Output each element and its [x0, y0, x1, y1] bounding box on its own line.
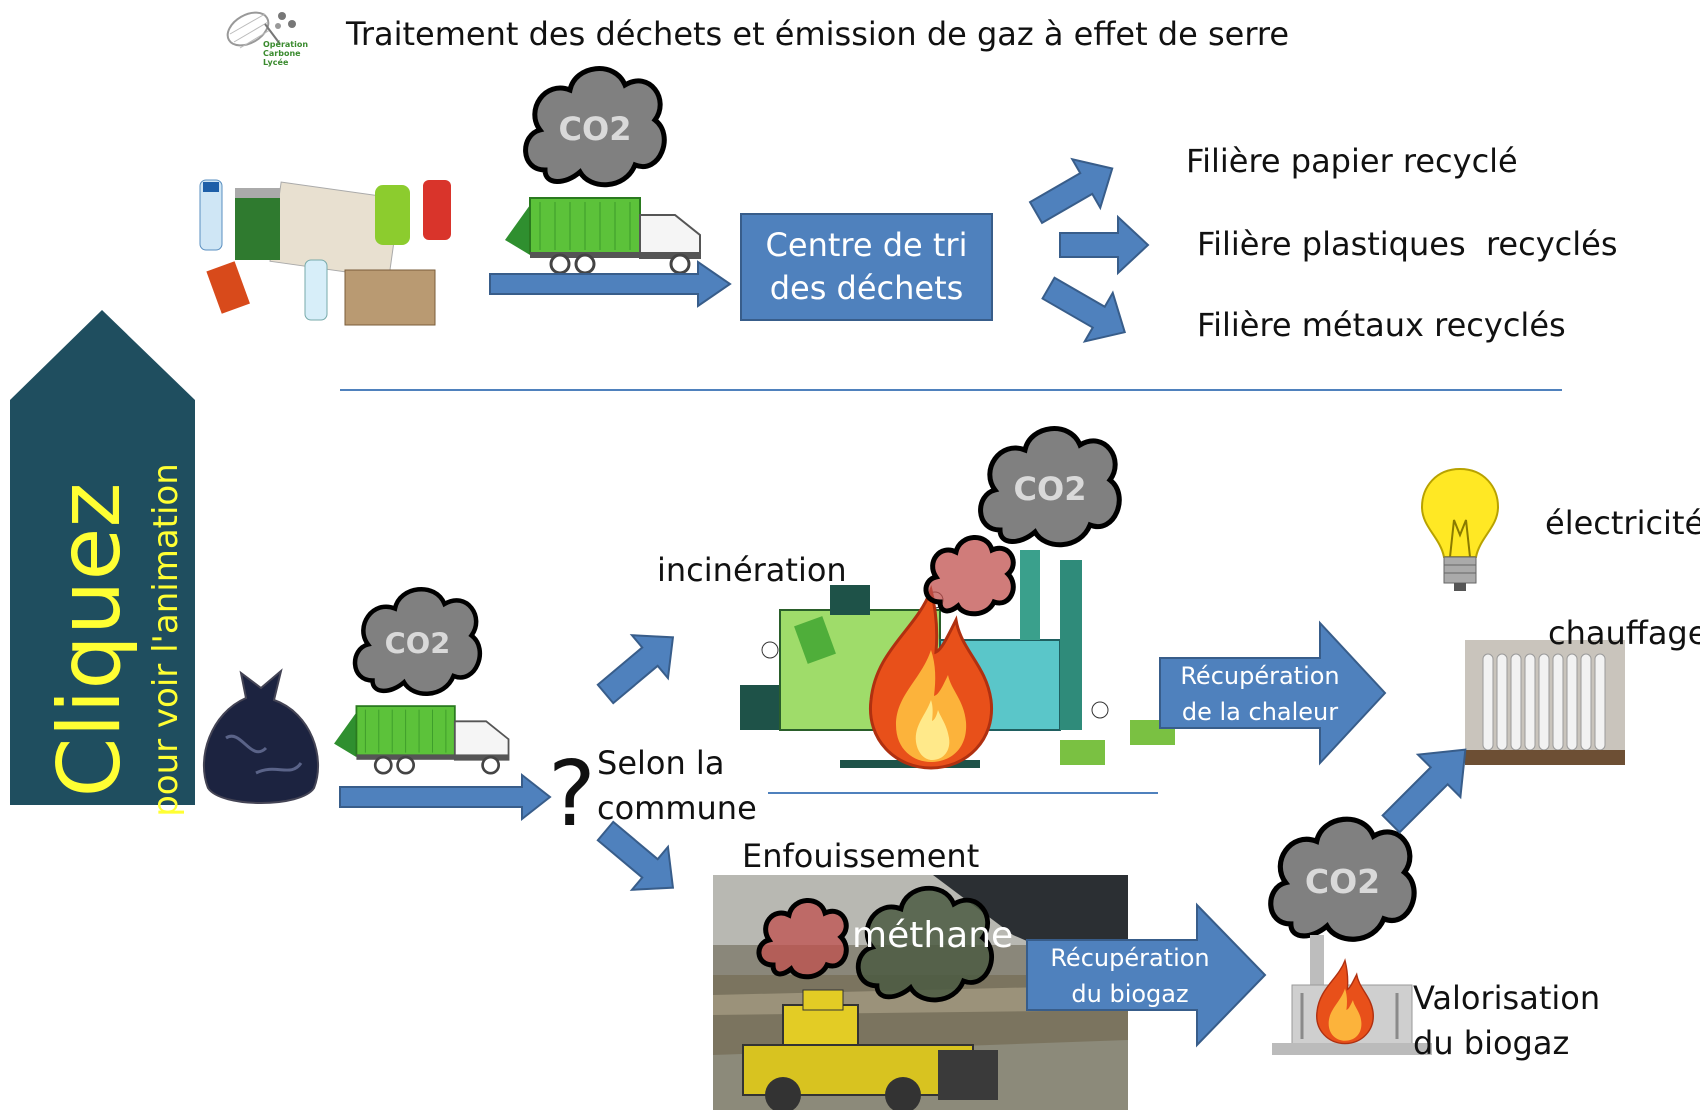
arrow-biogas-to-heating	[1381, 748, 1467, 834]
arrow-to-incineration	[596, 634, 675, 705]
biogas-recovery-arrow	[1026, 902, 1267, 1048]
output-metals: Filière métaux recyclés	[1197, 306, 1566, 344]
click-animation-button[interactable]: Cliquez pour voir l'animation	[10, 310, 195, 817]
logo-text-line1: Opération	[263, 40, 309, 49]
biogas-recovery-line1: Récupération	[1050, 944, 1210, 972]
output-plastics: Filière plastiques recyclés	[1197, 225, 1618, 263]
garbage-truck-icon	[505, 197, 701, 275]
valorisation-line2: du biogaz	[1413, 1024, 1570, 1062]
arrow-to-plastics	[1059, 214, 1150, 276]
click-sublabel: pour voir l'animation	[146, 463, 186, 817]
methane-cloud-icon	[855, 886, 994, 1003]
heat-recovery-line2: de la chaleur	[1181, 698, 1339, 726]
arrow-to-metals	[1041, 276, 1127, 343]
small-fire-icon	[1316, 958, 1374, 1045]
electricity-label: électricité	[1545, 504, 1700, 542]
arrow-to-sorting-center	[489, 260, 732, 308]
heating-label: chauffage	[1548, 614, 1700, 652]
page-title: Traitement des déchets et émission de ga…	[346, 15, 1290, 53]
sorting-center-box: Centre de tri des déchets	[740, 213, 993, 321]
logo-butterfly-net-icon	[226, 11, 296, 49]
pink-gas-cloud-landfill	[756, 898, 849, 980]
trash-bag-icon	[203, 668, 319, 804]
logo-text-line3: Lycée	[263, 58, 289, 67]
radiator-icon	[1465, 640, 1625, 765]
biogas-recovery-line2: du biogaz	[1071, 980, 1189, 1008]
logo-text-line2: Carbone	[263, 49, 301, 58]
sorting-center-line1: Centre de tri	[765, 225, 968, 264]
co2-label-biogas: CO2	[1305, 862, 1380, 901]
light-bulb-icon	[1420, 467, 1500, 591]
heat-recovery-arrow	[1159, 620, 1387, 766]
methane-label: méthane	[852, 915, 1014, 956]
click-label: Cliquez	[40, 482, 140, 798]
sub-divider	[768, 792, 1158, 794]
output-paper: Filière papier recyclé	[1186, 142, 1518, 180]
co2-cloud-icon-residual: CO2	[352, 587, 483, 696]
heat-recovery-line1: Récupération	[1180, 662, 1340, 690]
question-mark: ?	[548, 742, 596, 847]
logo-text: Opération Carbone Lycée	[263, 40, 308, 67]
co2-cloud-icon-top: CO2	[523, 66, 667, 188]
up-arrow-banner-shape	[10, 310, 195, 805]
arrow-to-decision	[339, 772, 552, 822]
landfill-label: Enfouissement	[742, 837, 980, 875]
co2-label-top: CO2	[559, 110, 632, 148]
co2-label-residual: CO2	[385, 627, 451, 661]
fire-icon	[868, 584, 994, 770]
heat-recovery-label: Récupération de la chaleur	[1170, 658, 1350, 730]
garbage-truck-icon-bottom	[334, 705, 510, 775]
co2-cloud-icon-incineration: CO2	[978, 426, 1122, 548]
biogas-recovery-label: Récupération du biogaz	[1035, 940, 1225, 1012]
sorting-center-line2: des déchets	[769, 269, 964, 307]
section-divider	[340, 389, 1562, 391]
recyclables-pile-icon	[199, 179, 451, 326]
co2-cloud-icon-biogas: CO2	[1268, 816, 1417, 942]
arrow-to-landfill	[596, 820, 675, 891]
pink-gas-cloud-incineration	[923, 535, 1016, 617]
decision-line1: Selon la	[597, 744, 725, 782]
co2-label-incineration: CO2	[1014, 470, 1087, 508]
valorisation-line1: Valorisation	[1413, 979, 1601, 1017]
arrow-to-paper	[1028, 157, 1114, 225]
decision-line2: commune	[597, 789, 757, 827]
incineration-label: incinération	[657, 551, 847, 589]
